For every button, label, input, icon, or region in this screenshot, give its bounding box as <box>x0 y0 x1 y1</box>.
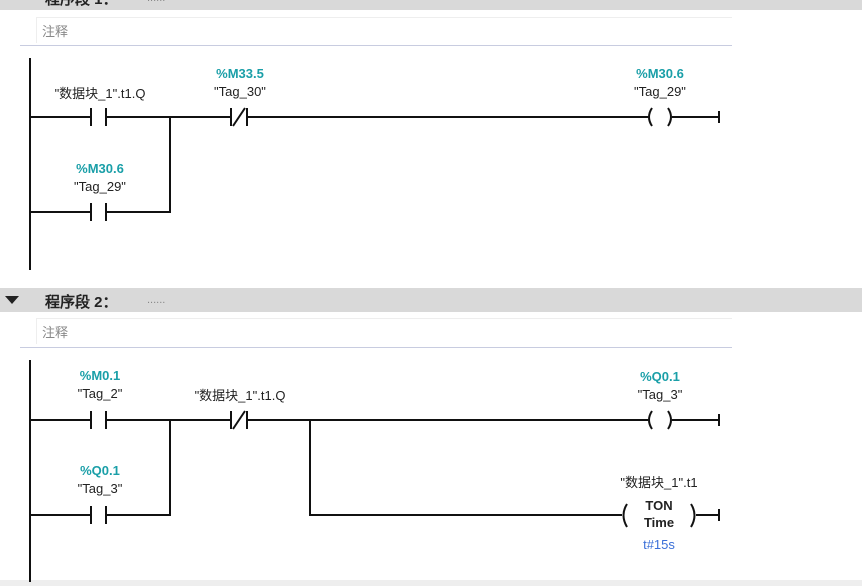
timer-type: TON <box>645 498 672 513</box>
no-contact-icon[interactable] <box>90 203 107 221</box>
timer-coil-icon[interactable] <box>622 503 696 528</box>
network-2-header[interactable]: 程序段 2： ...... <box>0 288 862 312</box>
coil-address[interactable]: %M30.6 <box>636 66 684 81</box>
contact-tag[interactable]: "数据块_1".t1.Q <box>55 86 146 101</box>
contact-tag[interactable]: "Tag_3" <box>78 481 123 496</box>
network-2-rungs <box>29 360 720 582</box>
branch-wire <box>30 117 171 213</box>
network-1-title: 程序段 1： <box>45 0 118 9</box>
contact-address[interactable]: %Q0.1 <box>80 463 120 478</box>
divider <box>20 45 732 46</box>
contact-tag[interactable]: "Tag_30" <box>214 84 266 99</box>
timer-label: Time <box>644 515 674 530</box>
contact-address[interactable]: %M30.6 <box>76 161 124 176</box>
network-1-header[interactable]: 程序段 1： ...... <box>0 0 862 10</box>
network-1-rungs <box>29 58 720 270</box>
contact-address[interactable]: %M33.5 <box>216 66 264 81</box>
coil-address[interactable]: %Q0.1 <box>640 369 680 384</box>
no-contact-icon[interactable] <box>90 108 107 126</box>
collapse-triangle-icon[interactable] <box>5 296 19 304</box>
network-1-comment[interactable]: 注释 <box>36 17 732 43</box>
network-3-header <box>0 580 862 586</box>
network-2-title: 程序段 2： <box>45 294 118 311</box>
network-2-dots: ...... <box>147 294 166 306</box>
contact-tag[interactable]: "Tag_29" <box>74 179 126 194</box>
contact-tag[interactable]: "数据块_1".t1.Q <box>195 388 286 403</box>
coil-icon[interactable] <box>648 410 672 430</box>
network-2-comment[interactable]: 注释 <box>36 318 732 344</box>
network-1-dots: ...... <box>147 0 165 4</box>
nc-contact-icon[interactable] <box>230 410 248 430</box>
branch-wire <box>309 420 718 516</box>
no-contact-icon[interactable] <box>90 506 107 524</box>
timer-instance[interactable]: "数据块_1".t1 <box>620 475 697 490</box>
no-contact-icon[interactable] <box>90 411 107 429</box>
coil-icon[interactable] <box>648 107 672 127</box>
contact-address[interactable]: %M0.1 <box>80 368 120 383</box>
nc-contact-icon[interactable] <box>230 107 248 127</box>
timer-preset[interactable]: t#15s <box>643 537 675 552</box>
divider <box>20 347 732 348</box>
coil-tag[interactable]: "Tag_29" <box>634 84 686 99</box>
branch-wire <box>30 420 171 516</box>
contact-tag[interactable]: "Tag_2" <box>78 386 123 401</box>
coil-tag[interactable]: "Tag_3" <box>638 387 683 402</box>
